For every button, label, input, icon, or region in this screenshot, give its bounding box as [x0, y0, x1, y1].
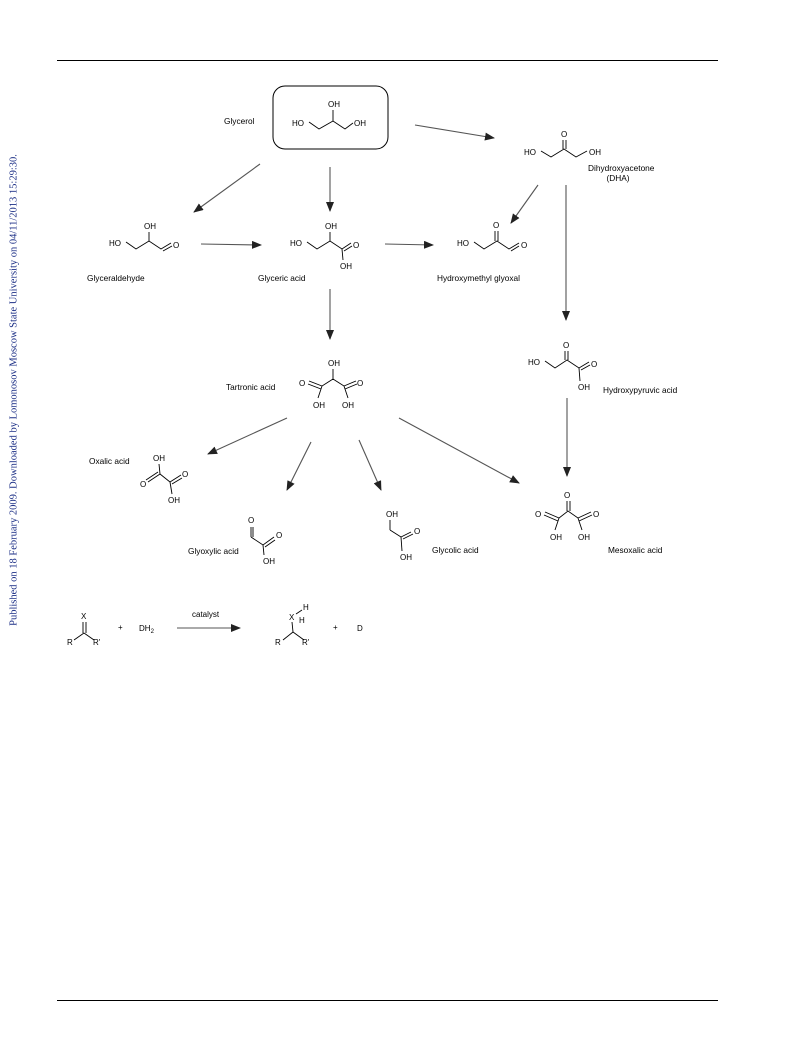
mesoxalic-oh-left: OH	[550, 533, 562, 542]
eq-product-x: X	[289, 613, 295, 622]
arrow-tartronic-to-glyoxylic-acid	[286, 441, 312, 491]
label-dha-abbr: (DHA)	[606, 173, 630, 184]
structure-glyceraldehyde: HO OH O	[109, 222, 179, 252]
eq-product-h-top: H	[303, 603, 309, 612]
hmg-o-top: O	[493, 221, 499, 230]
eq-reagent-base: DH	[139, 624, 151, 633]
arrow-glyceric-to-hydroxymethyl-glyoxal	[384, 240, 434, 249]
mesoxalic-o-right: O	[593, 510, 599, 519]
label-dha-name: Dihydroxyacetone	[588, 163, 655, 173]
glyoxylic-o-top: O	[248, 516, 254, 525]
eq-plus-1: +	[118, 623, 123, 632]
hpa-oh: OH	[578, 383, 590, 392]
oxalic-oh-top: OH	[153, 454, 165, 463]
glycolic-o-right: O	[414, 527, 420, 536]
arrow-tartronic-to-glycolic-acid	[358, 439, 382, 491]
glyceraldehyde-ho: HO	[109, 239, 121, 248]
eq-reactant-r: R	[67, 638, 73, 647]
hpa-o-right: O	[591, 360, 597, 369]
tartronic-oh-top: OH	[328, 359, 340, 368]
structure-glyoxylic-acid: O O OH	[248, 516, 282, 566]
hpa-o-top: O	[563, 341, 569, 350]
glycolic-oh-top: OH	[386, 510, 398, 519]
structure-hydroxypyruvic-acid: HO O O OH	[528, 341, 597, 392]
arrow-glycerol-to-glyceraldehyde	[193, 163, 261, 213]
dha-o: O	[561, 130, 567, 139]
arrow-tartronic-to-oxalic-acid	[207, 417, 288, 455]
oxalic-o-right: O	[182, 470, 188, 479]
dha-ho: HO	[524, 148, 536, 157]
label-mesoxalic-acid: Mesoxalic acid	[608, 545, 663, 555]
label-hydroxymethyl-glyoxal: Hydroxymethyl glyoxal	[437, 273, 520, 283]
hmg-ho: HO	[457, 239, 469, 248]
hydrogenation-equation: X R R' + DH2 catalyst X H H R R' + D	[67, 603, 363, 647]
tartronic-oh-right: OH	[342, 401, 354, 410]
glycerol-ho: HO	[292, 119, 304, 128]
top-rule	[57, 60, 718, 61]
glyceraldehyde-oh: OH	[144, 222, 156, 231]
eq-plus-2: +	[333, 623, 338, 632]
structure-glyceric-acid: HO OH O OH	[290, 222, 359, 271]
arrow-glyceraldehyde-to-glyceric-acid	[200, 240, 262, 249]
structure-tartronic-acid: OH O O OH OH	[299, 359, 363, 410]
oxalic-o-left: O	[140, 480, 146, 489]
glyceric-oh-top: OH	[325, 222, 337, 231]
tartronic-o-right: O	[357, 379, 363, 388]
glycerol-box	[272, 85, 389, 150]
eq-reactant-r-prime: R'	[93, 638, 101, 647]
hmg-o-right: O	[521, 241, 527, 250]
eq-product-r: R	[275, 638, 281, 647]
glycolic-oh-bottom: OH	[400, 553, 412, 562]
label-glyceraldehyde: Glyceraldehyde	[87, 273, 145, 283]
tartronic-o-left: O	[299, 379, 305, 388]
arrow-glycerol-to-dha	[414, 124, 495, 141]
structure-dha: HO O OH	[524, 130, 601, 158]
eq-product-h-side: H	[299, 616, 305, 625]
structure-mesoxalic-acid: O O O OH OH	[535, 491, 599, 542]
glyoxylic-oh: OH	[263, 557, 275, 566]
eq-reagent: DH2	[139, 624, 155, 635]
eq-byproduct: D	[357, 624, 363, 633]
glyceraldehyde-o: O	[173, 241, 179, 250]
glyceric-oh-bottom: OH	[340, 262, 352, 271]
eq-reactant-x: X	[81, 612, 87, 621]
glyceric-o: O	[353, 241, 359, 250]
pathway-arrows	[193, 124, 571, 491]
glyoxylic-o-right: O	[276, 531, 282, 540]
label-glyceric-acid: Glyceric acid	[258, 273, 306, 283]
dha-oh: OH	[589, 148, 601, 157]
arrow-dha-to-hydroxymethyl-glyoxal	[510, 184, 539, 224]
label-dha: Dihydroxyacetone (DHA)	[588, 163, 655, 184]
structure-hydroxymethyl-glyoxal: HO O O	[457, 221, 527, 252]
eq-reagent-subscript: 2	[151, 629, 155, 635]
arrow-tartronic-to-mesoxalic-acid	[398, 417, 520, 484]
structure-oxalic-acid: OH O O OH	[140, 454, 188, 505]
label-tartronic-acid: Tartronic acid	[226, 382, 276, 392]
hpa-ho: HO	[528, 358, 540, 367]
label-hydroxypyruvic-acid: Hydroxypyruvic acid	[603, 385, 678, 395]
glycerol-oh-right: OH	[354, 119, 366, 128]
label-oxalic-acid: Oxalic acid	[89, 456, 130, 466]
eq-catalyst: catalyst	[192, 610, 220, 619]
mesoxalic-o-left: O	[535, 510, 541, 519]
oxalic-oh-bottom: OH	[168, 496, 180, 505]
structure-glycolic-acid: OH O OH	[386, 510, 420, 562]
eq-product-r-prime: R'	[302, 638, 310, 647]
mesoxalic-o-top: O	[564, 491, 570, 500]
glyceric-ho: HO	[290, 239, 302, 248]
bottom-rule	[57, 1000, 718, 1001]
mesoxalic-oh-right: OH	[578, 533, 590, 542]
label-glycolic-acid: Glycolic acid	[432, 545, 479, 555]
label-glyoxylic-acid: Glyoxylic acid	[188, 546, 239, 556]
label-glycerol: Glycerol	[224, 116, 255, 126]
structure-glycerol: HO OH OH	[292, 100, 366, 130]
tartronic-oh-left: OH	[313, 401, 325, 410]
glycerol-oh-top: OH	[328, 100, 340, 109]
